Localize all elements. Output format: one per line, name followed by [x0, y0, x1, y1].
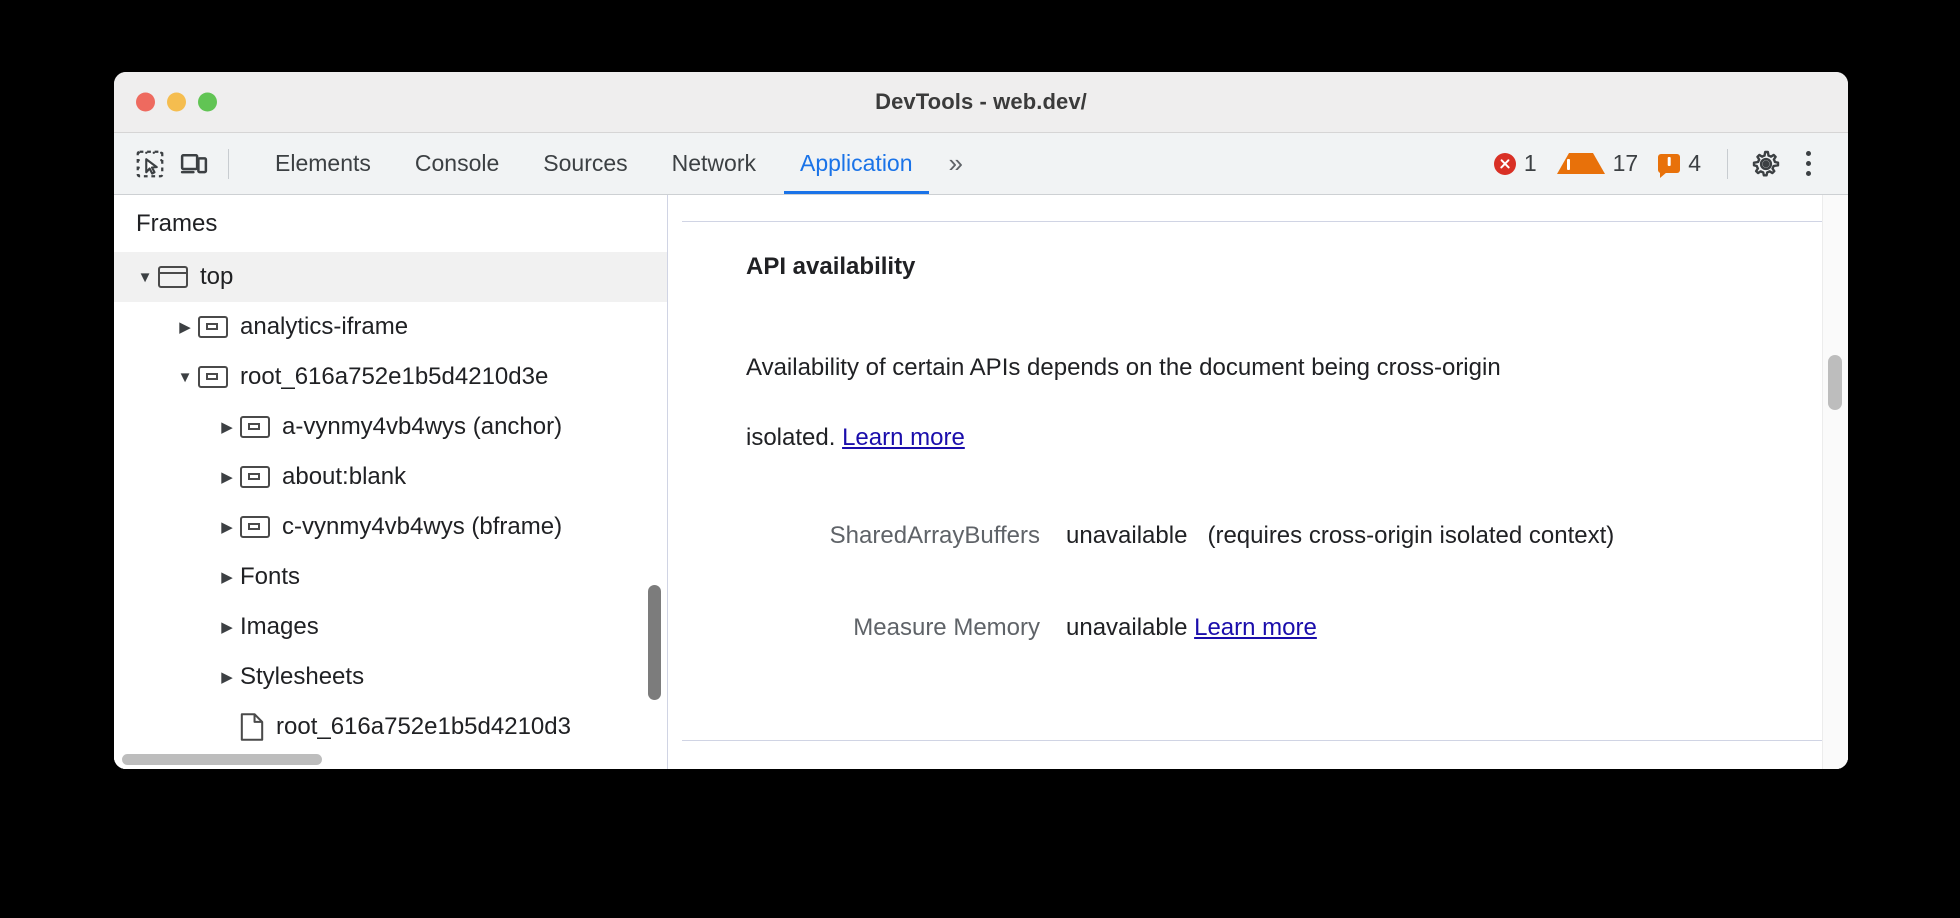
page-title: API availability	[746, 253, 916, 280]
tree-item-label: Fonts	[240, 563, 301, 590]
panel-tabs: Elements Console Sources Network Applica…	[253, 133, 977, 194]
chevron-right-icon[interactable]: ▶	[179, 319, 191, 336]
chevron-right-icon[interactable]: ▶	[221, 469, 233, 486]
tree-item-label: c-vynmy4vb4wys (bframe)	[282, 513, 563, 540]
device-toolbar-icon[interactable]	[172, 142, 216, 186]
description-text: Availability of certain APIs depends on …	[746, 354, 1501, 451]
panel-scroll-area: API availability Availability of certain…	[668, 195, 1822, 769]
main-vertical-scrollbar-track	[1822, 195, 1848, 769]
error-count: 1	[1523, 150, 1537, 176]
frames-tree: ▼ top ▶ analytics-iframe ▼ root_616a752e…	[114, 252, 667, 769]
toolbar-divider	[228, 148, 229, 179]
tree-item-images[interactable]: ▶ Images	[114, 602, 667, 652]
tree-item-label: analytics-iframe	[240, 313, 409, 340]
warning-icon	[1556, 153, 1605, 174]
sub-frame-icon	[240, 416, 270, 438]
sub-frame-icon	[198, 366, 228, 388]
issue-icon	[1658, 154, 1681, 178]
tree-item-label: Images	[240, 613, 319, 640]
document-icon	[240, 713, 264, 741]
chevron-right-icon[interactable]: ▶	[221, 669, 233, 686]
api-availability-section: API availability Availability of certain…	[746, 253, 1802, 657]
tree-item-label: about:blank	[282, 463, 407, 490]
warning-count: 17	[1612, 150, 1639, 176]
section-divider-bottom	[682, 740, 1822, 741]
error-icon	[1493, 152, 1516, 175]
devtools-window: DevTools - web.dev/ Elements	[114, 72, 1848, 769]
availability-status: unavailable	[1066, 614, 1188, 641]
tree-item-c-bframe[interactable]: ▶ c-vynmy4vb4wys (bframe)	[114, 502, 667, 552]
tree-item-label: top	[200, 263, 234, 290]
error-counter[interactable]: 1	[1484, 150, 1547, 177]
tree-item-fonts[interactable]: ▶ Fonts	[114, 552, 667, 602]
issues-counter[interactable]: 4	[1648, 150, 1711, 178]
learn-more-link[interactable]: Learn more	[842, 424, 965, 451]
tree-item-label: root_616a752e1b5d4210d3e	[240, 363, 549, 390]
inspect-element-icon[interactable]	[128, 142, 172, 186]
table-row: Measure Memory unavailable Learn more	[746, 599, 1802, 657]
devtools-toolbar: Elements Console Sources Network Applica…	[114, 133, 1848, 195]
minimize-window-button[interactable]	[167, 92, 186, 112]
sidebar-title: Frames	[114, 195, 667, 252]
section-divider-top	[682, 221, 1822, 222]
tab-elements[interactable]: Elements	[275, 150, 371, 176]
row-value: unavailable (requires cross-origin isola…	[1066, 507, 1802, 565]
chevron-down-icon[interactable]: ▼	[137, 268, 153, 286]
more-tabs-icon[interactable]: »	[948, 148, 963, 178]
devtools-body: Frames ▼ top ▶ analytics-iframe ▼	[114, 195, 1848, 769]
tab-application[interactable]: Application	[778, 133, 935, 194]
sidebar-horizontal-scrollbar-track	[114, 751, 667, 769]
row-label: SharedArrayBuffers	[829, 522, 1040, 549]
chevron-right-icon[interactable]: ▶	[221, 569, 233, 586]
learn-more-link[interactable]: Learn more	[1194, 614, 1317, 641]
issues-count: 4	[1688, 150, 1701, 176]
tab-sources[interactable]: Sources	[543, 150, 628, 176]
gear-icon[interactable]	[1744, 142, 1788, 186]
availability-note: (requires cross-origin isolated context)	[1207, 522, 1615, 549]
toolbar-divider-right	[1727, 148, 1728, 179]
tree-item-top[interactable]: ▼ top	[114, 252, 667, 302]
chevron-right-icon[interactable]: ▶	[221, 619, 233, 636]
warning-counter[interactable]: 17	[1547, 150, 1649, 177]
tree-item-a-anchor[interactable]: ▶ a-vynmy4vb4wys (anchor)	[114, 402, 667, 452]
row-value: unavailable Learn more	[1066, 599, 1802, 657]
sidebar-horizontal-scrollbar[interactable]	[122, 754, 322, 765]
window-titlebar: DevTools - web.dev/	[114, 72, 1848, 133]
close-window-button[interactable]	[136, 92, 155, 112]
tree-item-about-blank[interactable]: ▶ about:blank	[114, 452, 667, 502]
tree-item-stylesheets[interactable]: ▶ Stylesheets	[114, 652, 667, 702]
row-label: Measure Memory	[853, 614, 1040, 641]
tab-console[interactable]: Console	[414, 150, 500, 176]
sub-frame-icon	[198, 316, 228, 338]
chevron-right-icon[interactable]: ▶	[221, 519, 233, 536]
main-vertical-scrollbar[interactable]	[1828, 355, 1842, 410]
zoom-window-button[interactable]	[198, 92, 217, 112]
chevron-down-icon[interactable]: ▼	[177, 368, 193, 386]
tree-item-label: a-vynmy4vb4wys (anchor)	[282, 413, 563, 440]
tree-item-analytics-iframe[interactable]: ▶ analytics-iframe	[114, 302, 667, 352]
traffic-light-group	[136, 92, 217, 112]
tree-item-label: root_616a752e1b5d4210d3	[276, 713, 571, 740]
sidebar-vertical-scrollbar[interactable]	[648, 585, 661, 700]
tree-item-root-frame[interactable]: ▼ root_616a752e1b5d4210d3e	[114, 352, 667, 402]
tree-item-label: Stylesheets	[240, 663, 365, 690]
section-description: Availability of certain APIs depends on …	[746, 333, 1546, 473]
sub-frame-icon	[240, 516, 270, 538]
tab-network[interactable]: Network	[671, 150, 756, 176]
toolbar-right-group: 1 17 4	[1484, 142, 1834, 186]
window-title: DevTools - web.dev/	[875, 89, 1087, 114]
sub-frame-icon	[240, 466, 270, 488]
tree-item-root-document[interactable]: root_616a752e1b5d4210d3	[114, 702, 667, 752]
table-row: SharedArrayBuffers unavailable (requires…	[746, 507, 1802, 565]
frames-sidebar: Frames ▼ top ▶ analytics-iframe ▼	[114, 195, 668, 769]
page-frame-icon	[158, 266, 188, 288]
availability-status: unavailable	[1066, 522, 1188, 549]
kebab-menu-icon[interactable]	[1788, 142, 1828, 186]
application-main-panel: API availability Availability of certain…	[668, 195, 1848, 769]
chevron-right-icon[interactable]: ▶	[221, 419, 233, 436]
